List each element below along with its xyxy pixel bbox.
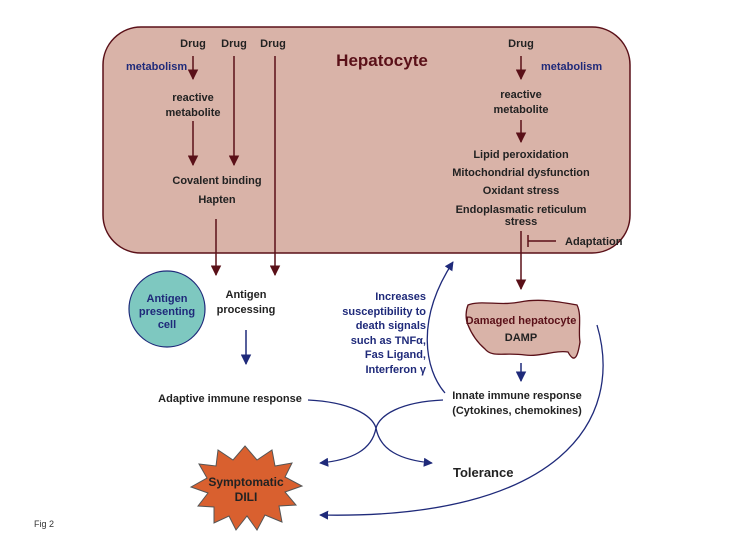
metabolism-label-left: metabolism [126, 61, 187, 73]
drug-label-1: Drug [180, 38, 206, 50]
arrow-damaged-to-dili [319, 324, 604, 520]
antigen-processing-2: processing [217, 304, 276, 316]
arrow-innate-to-dili [319, 399, 444, 467]
reactive-metabolite-left-1: reactive [172, 92, 214, 104]
damp-label: DAMP [505, 332, 537, 344]
apc-label-1: Antigen [147, 293, 188, 305]
apc-label-3: cell [158, 319, 176, 331]
figure-label: Fig 2 [34, 519, 54, 529]
drug-label-right: Drug [508, 38, 534, 50]
adaptive-immune-response: Adaptive immune response [158, 393, 302, 405]
damaged-hepatocyte-shape [465, 299, 581, 359]
damaged-hepatocyte-label: Damaged hepatocyte [466, 315, 577, 327]
arrow-adaptive-to-tolerance [307, 399, 433, 467]
dili-label-2: DILI [235, 490, 258, 504]
susceptibility-5: Fas Ligand, [365, 349, 426, 361]
innate-immune-response-2: (Cytokines, chemokines) [452, 405, 582, 417]
effect-mitochondrial-dysfunction: Mitochondrial dysfunction [452, 167, 590, 179]
effect-lipid-peroxidation: Lipid peroxidation [473, 149, 569, 161]
effect-er-stress-1: Endoplasmatic reticulum [456, 204, 587, 216]
symptomatic-dili-starburst [189, 445, 304, 531]
antigen-presenting-cell [128, 270, 206, 348]
adaptation-label: Adaptation [565, 236, 623, 248]
metabolism-label-right: metabolism [541, 61, 602, 73]
effect-er-stress-2: stress [505, 216, 537, 228]
dili-label-1: Symptomatic [208, 475, 284, 489]
tolerance-label: Tolerance [453, 465, 513, 480]
reactive-metabolite-left-2: metabolite [165, 107, 220, 119]
reactive-metabolite-right-1: reactive [500, 89, 542, 101]
antigen-processing-1: Antigen [226, 289, 267, 301]
susceptibility-3: death signals [356, 320, 426, 332]
hapten-label: Hapten [198, 194, 236, 206]
drug-label-2: Drug [221, 38, 247, 50]
covalent-binding-label: Covalent binding [172, 175, 261, 187]
reactive-metabolite-right-2: metabolite [493, 104, 548, 116]
susceptibility-4: such as TNFα, [351, 335, 426, 347]
effect-oxidant-stress: Oxidant stress [483, 185, 559, 197]
drug-label-3: Drug [260, 38, 286, 50]
arrow-innate-to-hepatocyte [426, 261, 454, 394]
innate-immune-response-1: Innate immune response [452, 390, 582, 402]
apc-label-2: presenting [139, 306, 195, 318]
susceptibility-2: susceptibility to [342, 306, 426, 318]
susceptibility-6: Interferon γ [365, 364, 426, 376]
hepatocyte-title: Hepatocyte [336, 51, 428, 70]
susceptibility-1: Increases [375, 291, 426, 303]
